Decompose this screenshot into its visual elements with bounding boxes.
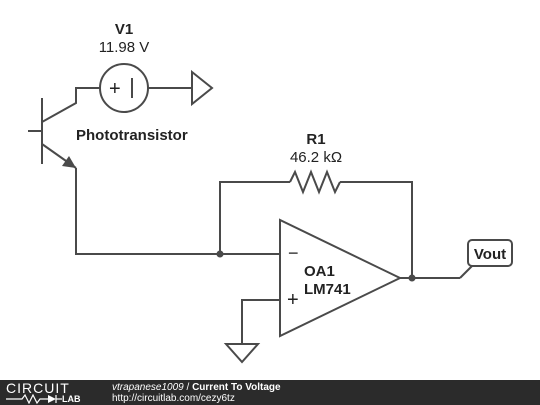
author-name[interactable]: vtrapanese1009 [112, 382, 184, 393]
wire-noninverting-to-ground [241, 299, 280, 344]
ground-symbol-icon [223, 343, 261, 364]
opamp-oa1[interactable] [279, 218, 403, 338]
wire-feedback-right [340, 181, 413, 278]
v1-value-label: 11.98 V [99, 39, 150, 56]
logo-top-text: CIRCUIT [6, 380, 70, 396]
junction-node-left [216, 250, 224, 258]
wire-emitter-to-node [75, 168, 220, 255]
wire-feedback-left [219, 181, 290, 254]
plus-symbol: + [109, 78, 121, 100]
wire-v1-to-collector [41, 87, 100, 123]
phototransistor-label: Phototransistor [76, 127, 188, 144]
credits: vtrapanese1009 / Current To Voltage http… [112, 382, 281, 404]
logo-wire-icon [6, 394, 62, 404]
vout-tag[interactable]: Vout [467, 239, 513, 267]
circuit-title[interactable]: Current To Voltage [192, 382, 281, 393]
circuit-url[interactable]: http://circuitlab.com/cezy6tz [112, 393, 235, 404]
ground-arrow-icon [191, 69, 214, 107]
r1-name-label: R1 [306, 131, 325, 148]
resistor-r1-zigzag[interactable] [289, 169, 341, 195]
emitter-arrow-icon [62, 156, 76, 168]
opamp-model-label: LM741 [304, 281, 351, 298]
wire-output-tag [459, 265, 473, 279]
phototransistor[interactable] [28, 98, 77, 169]
circuit-diagram: + V1 11.98 V Phototransistor R1 46.2 kΩ [28, 21, 513, 364]
logo-bottom-text: LAB [62, 394, 81, 404]
v1-name-label: V1 [115, 21, 133, 38]
voltage-source-v1[interactable]: + [99, 63, 149, 113]
vout-label: Vout [474, 246, 506, 263]
breadcrumb-separator: / [183, 382, 193, 393]
junction-node-output [408, 274, 416, 282]
opamp-minus-sign: − [288, 243, 299, 263]
opamp-plus-sign: + [287, 289, 299, 311]
opamp-name-label: OA1 [304, 263, 335, 280]
circuitlab-logo[interactable]: CIRCUIT LAB [6, 380, 106, 405]
r1-value-label: 46.2 kΩ [290, 149, 342, 166]
footer-bar: CIRCUIT LAB vtrapanese1009 / Current To … [0, 380, 540, 405]
